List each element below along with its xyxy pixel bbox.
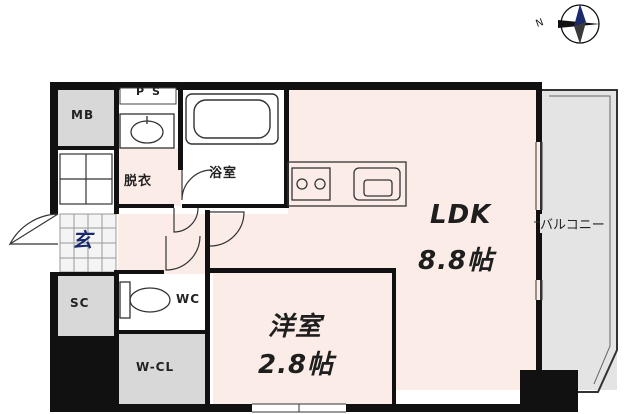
room-label-ldk: LDK	[430, 200, 492, 230]
room-label-wcl: W-CL	[136, 360, 175, 374]
room-label-dressing: 脱衣	[124, 174, 153, 189]
washing-machine	[59, 153, 113, 205]
ps-area	[119, 87, 177, 105]
interior-walls	[58, 82, 396, 408]
compass-icon	[558, 4, 600, 44]
outer-walls	[50, 82, 578, 412]
sc-floor	[58, 276, 114, 336]
room-size-western: 2.8帖	[258, 350, 335, 380]
entrance-tiles	[59, 213, 117, 273]
doors	[8, 169, 245, 271]
room-label-wc: WC	[176, 292, 201, 306]
bathtub	[185, 93, 279, 145]
bottom-window	[252, 403, 346, 413]
room-label-entrance: 玄	[72, 228, 92, 252]
wc-floor	[117, 274, 209, 330]
toilet	[119, 281, 171, 319]
bath-floor	[182, 90, 286, 206]
room-size-ldk: 8.8帖	[418, 246, 495, 276]
room-label-balcony: バルコニー	[540, 214, 605, 233]
room-label-mb: MB	[71, 108, 95, 122]
balcony-floor	[541, 90, 617, 390]
balcony-rail	[549, 95, 611, 385]
western-room-floor	[213, 272, 393, 404]
room-label-sc: SC	[70, 296, 90, 310]
corridor-floor	[118, 214, 288, 274]
wcl-floor	[118, 334, 206, 404]
room-label-western: 洋室	[268, 312, 323, 342]
room-label-bath: 浴室	[209, 166, 238, 181]
balcony-window	[535, 142, 543, 300]
mb-floor	[58, 90, 116, 148]
room-label-ps: PS	[136, 85, 168, 98]
washbasin	[119, 113, 175, 149]
dressing-floor	[115, 148, 181, 206]
kitchen-counter	[287, 161, 407, 207]
